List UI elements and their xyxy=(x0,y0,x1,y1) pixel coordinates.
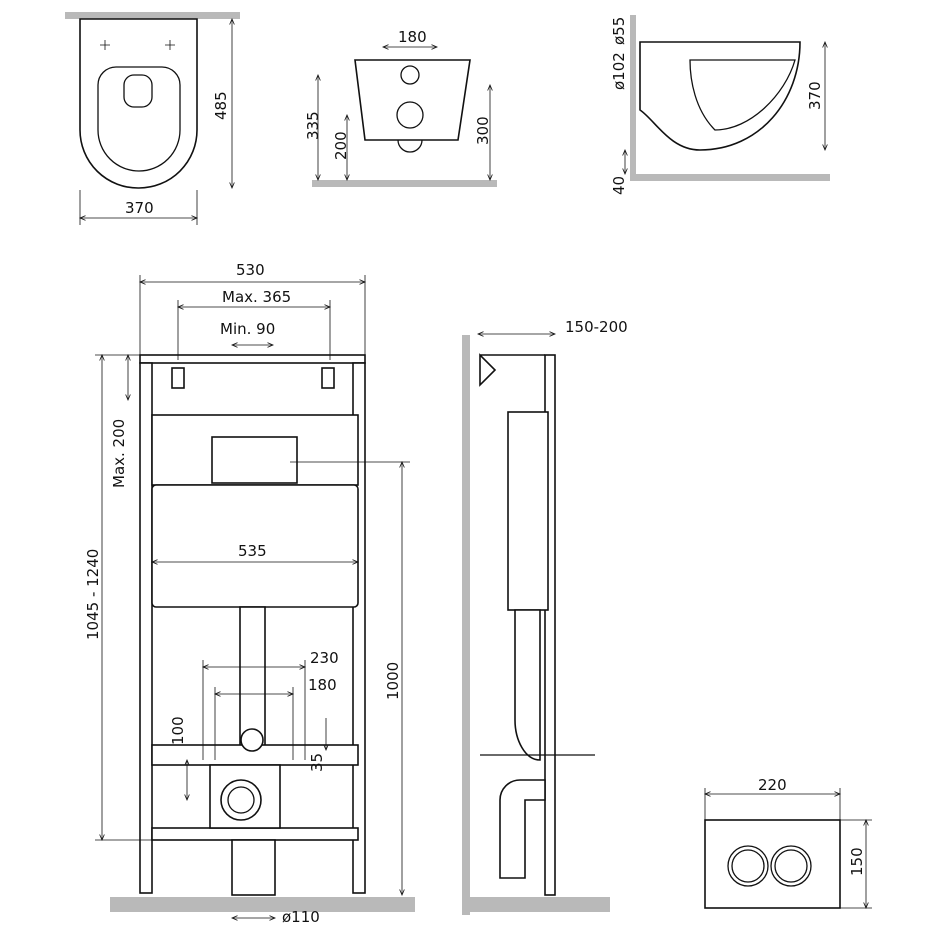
dim-d102: ø102 xyxy=(610,52,628,90)
dim-180-top: 180 xyxy=(398,28,427,46)
dim-d110: ø110 xyxy=(282,908,320,926)
toilet-front-view: 180 335 200 300 xyxy=(304,28,497,187)
dim-300: 300 xyxy=(474,116,492,145)
dim-200: 200 xyxy=(332,131,350,160)
dim-335: 335 xyxy=(304,111,322,140)
dim-370-side: 370 xyxy=(806,81,824,110)
dim-1000: 1000 xyxy=(384,662,402,700)
dim-230: 230 xyxy=(310,649,339,667)
dim-370: 370 xyxy=(125,199,154,217)
dim-d55: ø55 xyxy=(610,17,628,45)
dim-180: 180 xyxy=(308,676,337,694)
dim-35: 35 xyxy=(308,753,326,772)
dim-485: 485 xyxy=(212,91,230,120)
dim-220: 220 xyxy=(758,776,787,794)
dim-max-365: Max. 365 xyxy=(222,288,291,306)
frame-front-view: 530 Max. 365 Min. 90 Max. 200 1045 - 124… xyxy=(84,261,415,926)
dim-530: 530 xyxy=(236,261,265,279)
flush-plate: 220 150 xyxy=(704,776,872,909)
dim-150: 150 xyxy=(848,847,866,876)
dim-535: 535 xyxy=(238,542,267,560)
dim-150-200: 150-200 xyxy=(565,318,628,336)
frame-side-view: 150-200 xyxy=(462,318,628,915)
dim-40: 40 xyxy=(610,176,628,195)
dim-1045-1240: 1045 - 1240 xyxy=(84,549,102,640)
dim-min-90: Min. 90 xyxy=(220,320,275,338)
dim-max-200: Max. 200 xyxy=(110,419,128,488)
toilet-side-view: ø55 ø102 370 40 xyxy=(610,15,830,195)
toilet-top-view: 485 370 xyxy=(65,12,240,225)
dim-100: 100 xyxy=(169,716,187,745)
